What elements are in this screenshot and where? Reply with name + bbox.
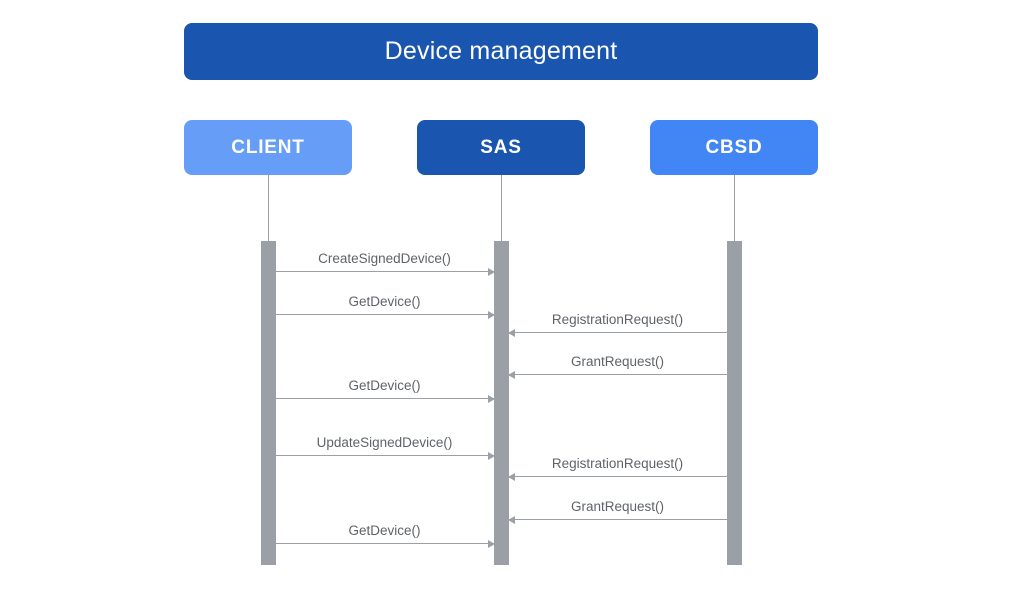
diagram-title-bar: Device management — [184, 23, 818, 80]
message-arrow: GetDevice() — [275, 514, 495, 548]
lifeline-sas — [501, 175, 502, 241]
arrowhead-right-icon — [487, 267, 495, 276]
page-title: Device management — [384, 37, 618, 65]
message-arrow: GrantRequest() — [507, 490, 727, 524]
participant-label-sas: SAS — [480, 136, 522, 158]
message-line — [275, 455, 494, 456]
message-line — [508, 332, 727, 333]
arrowhead-right-icon — [487, 310, 495, 319]
message-label: GetDevice() — [348, 294, 421, 309]
message-line — [275, 271, 494, 272]
message-line — [275, 543, 494, 544]
lifeline-cbsd — [734, 175, 735, 241]
message-label: CreateSignedDevice() — [318, 251, 451, 266]
arrowhead-left-icon — [507, 328, 515, 337]
message-arrow: CreateSignedDevice() — [275, 242, 495, 276]
participant-box-client[interactable]: CLIENT — [184, 120, 352, 175]
message-label: GetDevice() — [348, 523, 421, 538]
activation-bar-cbsd — [727, 241, 742, 565]
arrowhead-left-icon — [507, 370, 515, 379]
message-label: GetDevice() — [348, 378, 421, 393]
message-arrow: RegistrationRequest() — [507, 447, 727, 481]
message-line — [275, 398, 494, 399]
arrowhead-right-icon — [487, 539, 495, 548]
message-arrow: GetDevice() — [275, 369, 495, 403]
lifeline-client — [268, 175, 269, 241]
message-line — [508, 476, 727, 477]
message-arrow: UpdateSignedDevice() — [275, 426, 495, 460]
arrowhead-left-icon — [507, 515, 515, 524]
activation-bar-sas — [494, 241, 509, 565]
arrowhead-left-icon — [507, 472, 515, 481]
message-arrow: RegistrationRequest() — [507, 303, 727, 337]
arrowhead-right-icon — [487, 451, 495, 460]
message-label: RegistrationRequest() — [551, 312, 684, 327]
participant-box-sas[interactable]: SAS — [417, 120, 585, 175]
message-label: RegistrationRequest() — [551, 456, 684, 471]
arrowhead-right-icon — [487, 394, 495, 403]
message-label: UpdateSignedDevice() — [316, 435, 453, 450]
message-arrow: GrantRequest() — [507, 345, 727, 379]
message-label: GrantRequest() — [570, 354, 665, 369]
message-label: GrantRequest() — [570, 499, 665, 514]
message-line — [275, 314, 494, 315]
participant-label-cbsd: CBSD — [705, 136, 763, 158]
participant-label-client: CLIENT — [231, 136, 305, 158]
activation-bar-client — [261, 241, 276, 565]
participant-box-cbsd[interactable]: CBSD — [650, 120, 818, 175]
message-arrow: GetDevice() — [275, 285, 495, 319]
message-line — [508, 519, 727, 520]
message-line — [508, 374, 727, 375]
